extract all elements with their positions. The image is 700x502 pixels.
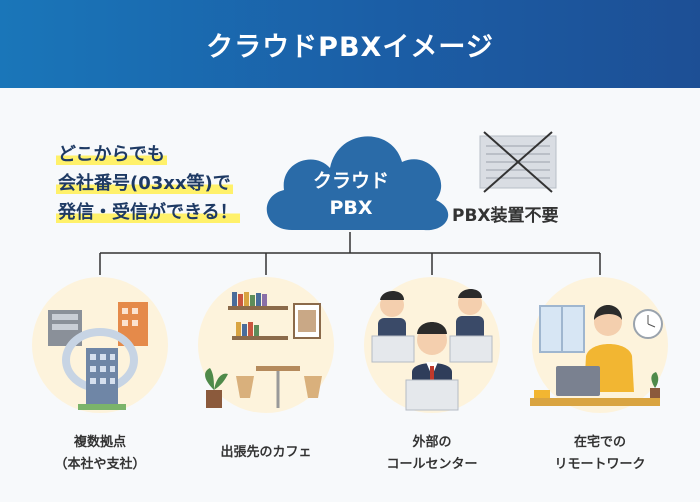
tagline-line1: どこからでも (56, 144, 167, 165)
cloud-label: クラウド PBX (271, 168, 431, 222)
tagline: どこからでも 会社番号(03xx等)で 発信・受信ができる！ (56, 140, 240, 227)
page-title: クラウドPBXイメージ (206, 31, 494, 63)
tagline-line3: 発信・受信ができる！ (56, 202, 240, 223)
tagline-line2: 会社番号(03xx等)で (56, 173, 233, 194)
location-label-line1: 複数拠点 (73, 435, 126, 450)
location-label-line1: 在宅での (573, 435, 626, 450)
remote-worker-icon (530, 305, 663, 406)
header-banner: クラウドPBXイメージ (0, 0, 700, 88)
location-label-cafe: 出張先のカフェ (186, 442, 346, 464)
connector-lines (99, 232, 601, 275)
location-label-line2: コールセンター (386, 457, 478, 472)
location-label-offices: 複数拠点 （本社や支社） (20, 432, 180, 476)
cloud-icon (266, 136, 449, 231)
pbx-not-needed-label: PBX装置不要 (452, 206, 559, 226)
location-label-line2: （本社や支社） (54, 457, 146, 472)
location-label-line1: 出張先のカフェ (220, 445, 312, 460)
call-center-agents-icon (371, 289, 493, 411)
location-label-callcenter: 外部の コールセンター (352, 432, 512, 476)
pbx-device-icon (479, 131, 557, 193)
location-label-line1: 外部の (412, 435, 452, 450)
office-buildings-icon (48, 302, 148, 410)
cloud-label-line1: クラウド (312, 170, 389, 192)
cafe-scene-icon (205, 292, 322, 408)
cloud-label-line2: PBX (329, 197, 373, 219)
location-label-remote: 在宅での リモートワーク (520, 432, 680, 476)
location-label-line2: リモートワーク (554, 457, 646, 472)
